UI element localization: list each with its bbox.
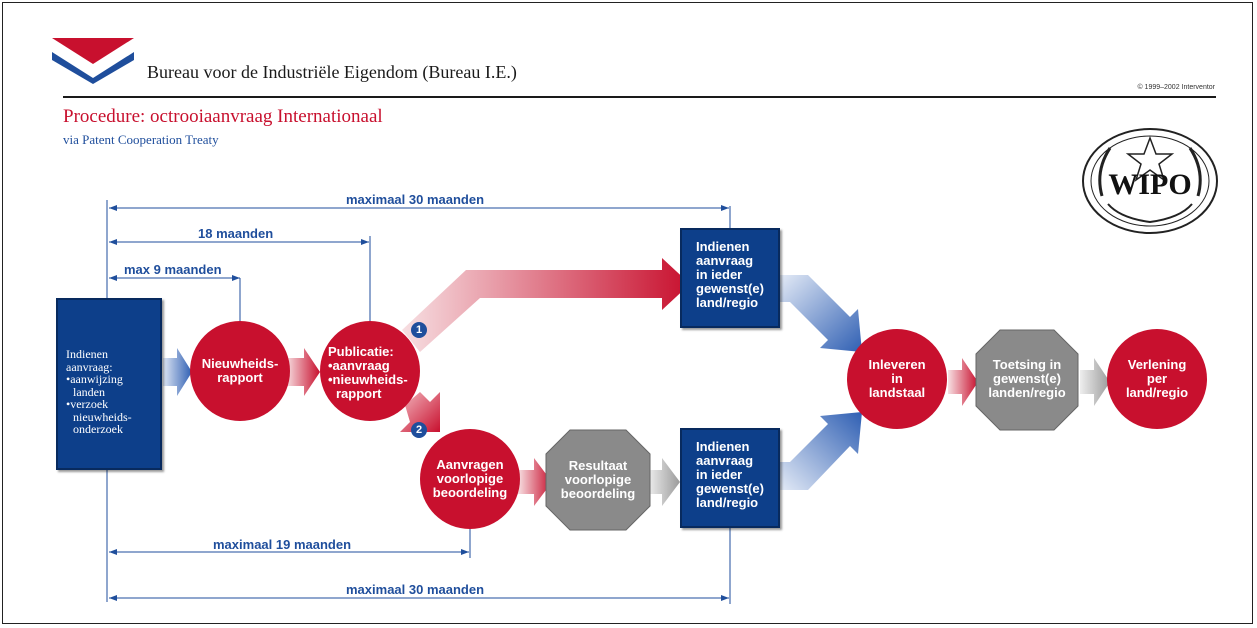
- indienen-line-1: Indienen: [66, 347, 108, 361]
- copyright-notice: © 1999–2002 Interventor: [1137, 84, 1215, 91]
- route-1-badge: 1: [411, 322, 427, 338]
- aanvragen-line-1: Aanvragen: [436, 457, 504, 472]
- wipo-text: WIPO: [1108, 168, 1191, 201]
- arrow-top-to-inleveren: [780, 275, 862, 352]
- timeline-9-label: max 9 maanden: [124, 262, 222, 277]
- aanvragen-line-2: voorlopige: [436, 471, 504, 486]
- indienen-top-line-1: Indienen: [696, 239, 750, 254]
- resultaat-line-3: beoordeling: [560, 486, 636, 501]
- publicatie-line-4: rapport: [336, 386, 382, 401]
- indienen-bottom-line-3: in ieder: [696, 467, 743, 482]
- resultaat-line-1: Resultaat: [568, 458, 628, 473]
- verlening-line-1: Verlening: [1127, 357, 1187, 372]
- indienen-top-line-3: in ieder: [696, 267, 743, 282]
- inleveren-line-1: Inleveren: [868, 357, 926, 372]
- publicatie-line-3: •nieuwheids-: [328, 372, 408, 387]
- toetsing-line-3: landen/regio: [988, 385, 1066, 400]
- node-resultaat-octagon: [545, 429, 651, 531]
- arrow-inleveren-to-toetsing: [948, 358, 978, 406]
- bureau-ie-logo: [52, 38, 134, 84]
- indienen-bullet-1a: •aanwijzing: [66, 372, 123, 386]
- wipo-emblem: WIPO: [1082, 128, 1218, 234]
- verlening-line-3: land/regio: [1125, 385, 1189, 400]
- page-title: Procedure: octrooiaanvraag Internationaa…: [63, 106, 383, 127]
- node-aanvragen-circle: [420, 429, 520, 529]
- node-indienen-top: Indienen aanvraag in ieder gewenst(e) la…: [680, 228, 780, 328]
- toetsing-line-1: Toetsing in: [992, 357, 1062, 372]
- indienen-top-line-4: gewenst(e): [696, 281, 764, 296]
- indienen-bottom-line-1: Indienen: [696, 439, 750, 454]
- indienen-top-line-5: land/regio: [696, 295, 759, 310]
- resultaat-line-2: voorlopige: [564, 472, 632, 487]
- arrow-indienen-to-nieuwheids: [163, 348, 192, 396]
- arrow-aanvragen-to-resultaat: [518, 458, 552, 506]
- timeline-19-label: maximaal 19 maanden: [213, 537, 352, 552]
- route-2-badge: 2: [411, 422, 427, 438]
- nieuwheids-label: Nieuwheids-rapport: [190, 351, 290, 391]
- timeline-top-30-label: maximaal 30 maanden: [346, 192, 485, 207]
- aanvragen-line-3: beoordeling: [432, 485, 508, 500]
- nieuwheids-line-1: Nieuwheids-: [201, 356, 279, 371]
- inleveren-line-2: in: [891, 371, 903, 386]
- nieuwheids-line-2: rapport: [217, 370, 263, 385]
- arrow-resultaat-to-indienen: [648, 458, 680, 506]
- node-verlening-circle: [1107, 329, 1207, 429]
- verlening-line-2: per: [1146, 371, 1168, 386]
- timeline-bottom-30-label: maximaal 30 maanden: [346, 582, 485, 597]
- node-nieuwheids-circle: [190, 321, 290, 421]
- node-inleveren-circle: [847, 329, 947, 429]
- indienen-bottom-line-5: land/regio: [696, 495, 759, 510]
- timeline-lines: [106, 200, 731, 604]
- indienen-bullet-1b: landen: [73, 384, 105, 399]
- timeline-18-label: 18 maanden: [198, 226, 274, 241]
- node-indienen: Indienen aanvraag: •aanwijzing landen •v…: [56, 298, 162, 470]
- indienen-line-2: aanvraag:: [66, 359, 113, 374]
- node-toetsing-octagon: [975, 329, 1079, 431]
- indienen-top-line-2: aanvraag: [696, 253, 754, 268]
- arrow-nieuwheids-to-publicatie: [286, 348, 320, 396]
- indienen-bullet-2c: onderzoek: [73, 422, 123, 436]
- inleveren-line-3: landstaal: [868, 385, 926, 400]
- publicatie-line-1: Publicatie:: [328, 344, 394, 359]
- publicatie-label: Publicatie:•aanvraag•nieuwheids-rapport: [328, 343, 418, 403]
- indienen-bullet-2b: nieuwheids-: [73, 409, 132, 424]
- indienen-bottom-line-4: gewenst(e): [696, 481, 764, 496]
- node-publicatie-circle: [320, 321, 420, 421]
- page-subtitle: via Patent Cooperation Treaty: [63, 132, 219, 147]
- arrow-route-1: [402, 258, 690, 352]
- arrow-toetsing-to-verlening: [1080, 358, 1110, 406]
- publicatie-line-2: •aanvraag: [328, 358, 390, 373]
- arrow-route-2: [400, 392, 440, 432]
- organization-name: Bureau voor de Industriële Eigendom (Bur…: [147, 62, 517, 82]
- header-divider: [63, 96, 1216, 98]
- toetsing-line-2: gewenst(e): [993, 371, 1061, 386]
- arrow-bottom-to-inleveren: [780, 412, 862, 490]
- indienen-bottom-line-2: aanvraag: [696, 453, 754, 468]
- indienen-bullet-2a: •verzoek: [66, 397, 109, 411]
- node-indienen-bottom: Indienen aanvraag in ieder gewenst(e) la…: [680, 428, 780, 528]
